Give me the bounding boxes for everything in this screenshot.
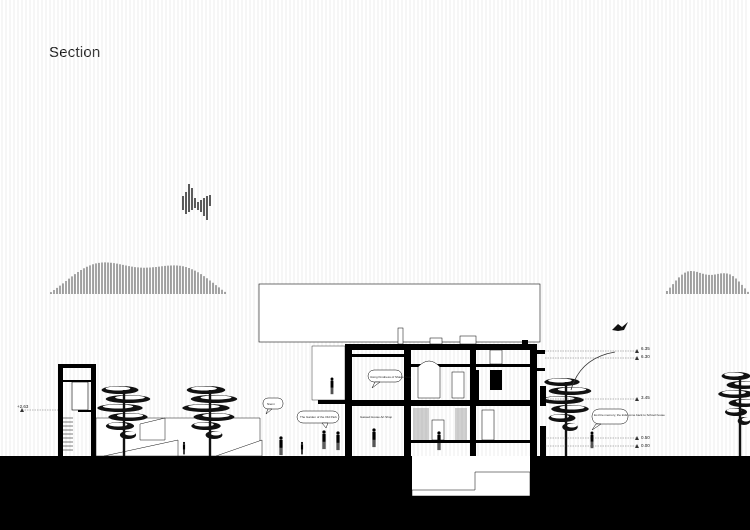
person-figure bbox=[336, 431, 340, 451]
svg-text:Niemi: Niemi bbox=[267, 402, 275, 406]
trees bbox=[97, 372, 750, 456]
svg-text:Using Kindness of Shade Area: Using Kindness of Shade Area bbox=[370, 375, 411, 379]
level-label: 0.00 bbox=[641, 443, 650, 448]
speech-bubble-2: The Garden of the Old Park bbox=[296, 410, 340, 429]
person-figure bbox=[182, 441, 186, 455]
level-label: +2.63 bbox=[17, 404, 29, 409]
speech-bubble-4: Ex-Fire memory, the kids come back to Sc… bbox=[591, 408, 665, 431]
level-label: 0.50 bbox=[641, 435, 650, 440]
person-figure bbox=[590, 431, 594, 449]
level-label: 6.35 bbox=[641, 346, 650, 351]
tree bbox=[97, 386, 151, 456]
person-figure bbox=[322, 430, 326, 450]
people bbox=[182, 377, 594, 456]
person-figure bbox=[300, 441, 304, 455]
main-building bbox=[311, 327, 546, 456]
speech-bubble-3: Using Kindness of Shade Area bbox=[367, 369, 411, 389]
level-triangles bbox=[20, 349, 639, 448]
garden-walls bbox=[95, 417, 263, 457]
svg-text:Ex-Fire memory, the kids come: Ex-Fire memory, the kids come back to Sc… bbox=[594, 413, 665, 417]
person-figure bbox=[330, 377, 334, 395]
left-tower bbox=[58, 364, 96, 456]
speech-bubble-1: Niemi bbox=[262, 397, 284, 415]
hill-silhouettes bbox=[50, 262, 749, 294]
svg-text:The Garden of the Old Park: The Garden of the Old Park bbox=[300, 415, 337, 419]
streetlight bbox=[570, 351, 616, 391]
ground-mass bbox=[0, 456, 750, 530]
tree bbox=[540, 378, 592, 456]
tree bbox=[182, 386, 238, 456]
room-label: Gassed House Art Shop bbox=[360, 415, 393, 419]
tree bbox=[718, 372, 750, 456]
level-label: 3.45 bbox=[641, 395, 650, 400]
level-markers bbox=[22, 350, 637, 447]
person-figure bbox=[279, 436, 283, 456]
level-label: 6.30 bbox=[641, 354, 650, 359]
person-figure bbox=[437, 431, 441, 451]
flying-bird-icon bbox=[612, 322, 628, 331]
bird-icon bbox=[182, 184, 211, 220]
basement-floor bbox=[411, 471, 531, 497]
person-figure bbox=[372, 428, 376, 448]
